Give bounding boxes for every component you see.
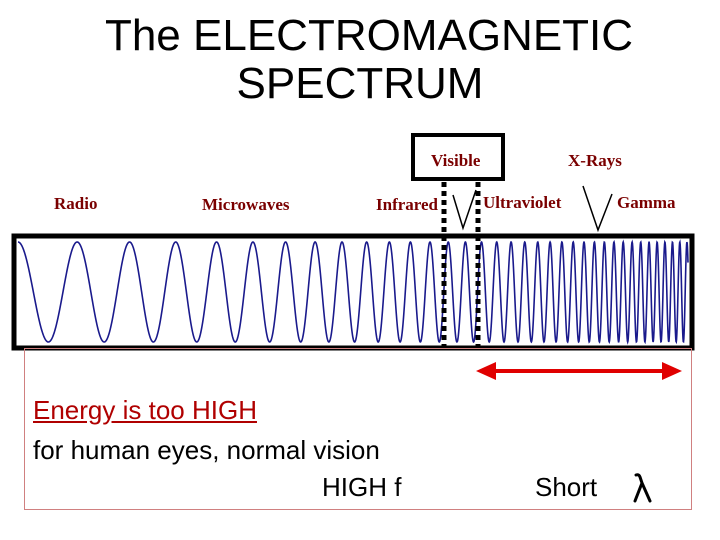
visible-pointer xyxy=(452,189,477,231)
band-label-visible: Visible xyxy=(431,151,481,170)
wave-line xyxy=(17,239,689,345)
title-line-2: SPECTRUM xyxy=(236,59,484,108)
band-label-radio: Radio xyxy=(54,194,98,213)
title-line-1: The ELECTROMAGNETIC xyxy=(104,11,634,60)
band-label-ultraviolet: Ultraviolet xyxy=(483,193,562,212)
caption-box xyxy=(24,348,692,510)
xray-pointer xyxy=(582,185,613,233)
high-frequency-caption: HIGH f xyxy=(322,472,402,502)
visible-highlight-box xyxy=(411,133,505,181)
double-arrow-icon xyxy=(476,362,682,380)
short-wavelength-caption: Short xyxy=(535,472,598,502)
band-label-infrared: Infrared xyxy=(376,195,439,214)
page-title: The ELECTROMAGNETIC SPECTRUM xyxy=(0,12,720,108)
band-label-microwaves: Microwaves xyxy=(202,195,290,214)
energy-high-caption: Energy is too HIGH xyxy=(33,395,257,425)
human-eyes-caption: for human eyes, normal vision xyxy=(33,435,380,465)
lambda-icon xyxy=(633,473,652,503)
band-label-gamma: Gamma xyxy=(617,193,676,212)
band-label-xrays: X-Rays xyxy=(568,151,622,170)
